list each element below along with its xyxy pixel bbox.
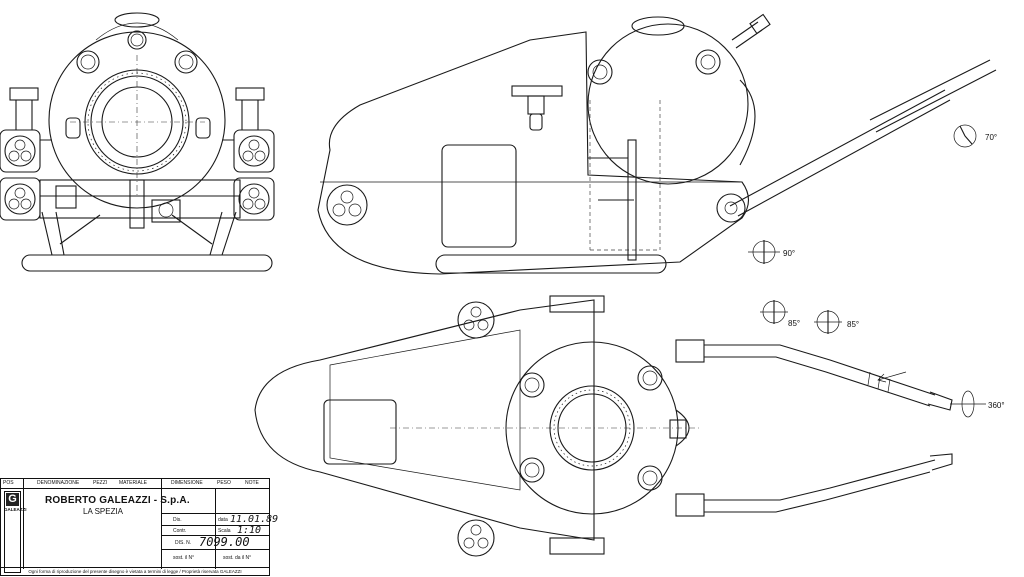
angle-symbol-85b: 85° — [814, 310, 859, 334]
header-pezzi: PEZZI — [93, 480, 108, 486]
des-label: Dis. — [173, 517, 182, 523]
title-block-header: POS DENOMINAZIONE PEZZI MATERIALE DIMENS… — [1, 479, 269, 489]
angle-symbol-360: 360° — [950, 390, 1005, 418]
header-note: NOTE — [245, 480, 259, 486]
drawing-scale: 1:10 — [237, 525, 262, 536]
angle-label-85b: 85° — [847, 320, 859, 329]
drawing-number: 7099.00 — [199, 535, 250, 549]
header-dimensione: DIMENSIONE — [171, 480, 203, 486]
angle-symbol-85a: 85° — [760, 300, 800, 328]
scala-label: Scala — [218, 528, 231, 534]
plan-view — [254, 295, 953, 557]
angle-label-85a: 85° — [788, 319, 800, 328]
side-view — [317, 13, 997, 275]
angle-symbol-90: 90° — [748, 240, 795, 264]
company-name: ROBERTO GALEAZZI - S.p.A. — [45, 495, 190, 506]
drawing-date: 11.01.89 — [230, 514, 279, 525]
header-materiale: MATERIALE — [119, 480, 147, 486]
company-city: LA SPEZIA — [83, 507, 124, 516]
header-peso: PESO — [217, 480, 231, 486]
header-pos: POS — [3, 480, 14, 486]
title-block: POS DENOMINAZIONE PEZZI MATERIALE DIMENS… — [0, 478, 278, 576]
sost-label: sost. il N° — [173, 555, 195, 561]
contr-label: Contr. — [173, 528, 187, 534]
front-view — [0, 12, 275, 272]
angle-label-360: 360° — [988, 401, 1005, 410]
company-logo: G GALEAZZI — [4, 491, 27, 573]
dis-n-label: DIS. N. — [175, 540, 192, 546]
angle-symbol-70: 70° — [953, 124, 997, 148]
sost-da-label: sost. da il N° — [223, 555, 252, 561]
title-block-footer: Ogni forma di riproduzione del presente … — [1, 567, 269, 575]
angle-label-90: 90° — [783, 249, 795, 258]
data-label: data — [218, 517, 228, 523]
header-denominazione: DENOMINAZIONE — [37, 480, 80, 486]
angle-label-70: 70° — [985, 133, 997, 142]
